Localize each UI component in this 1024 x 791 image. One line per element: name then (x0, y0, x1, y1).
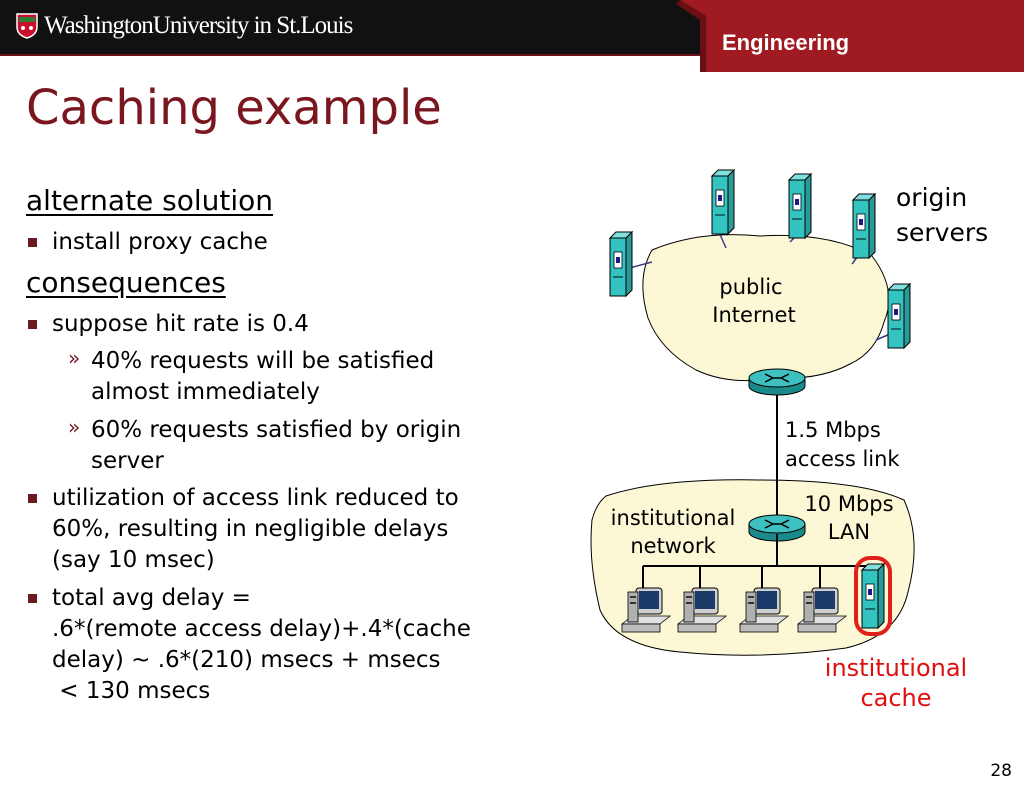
origin-server-icon (852, 193, 876, 259)
bullet-marker (28, 238, 37, 247)
origin-servers-label-line1: origin (896, 183, 968, 212)
sub-bullet-marker: » (68, 415, 81, 439)
bullet-delay-line1: total avg delay = (52, 585, 251, 611)
cache-server-icon (861, 563, 885, 629)
sub-bullet-60-line2: server (91, 448, 164, 474)
lan-label-line1: 10 Mbps (804, 492, 894, 516)
university-name: WashingtonUniversity in St.Louis (44, 12, 353, 39)
bullet-delay-line3: delay) ~ .6*(210) msecs + msecs (52, 647, 441, 673)
school-name: Engineering (722, 30, 850, 55)
bullet-marker (28, 494, 37, 503)
institutional-cache-label-line1: institutional (824, 654, 968, 682)
bullet-marker (28, 320, 37, 329)
lan-label-line2: LAN (827, 520, 871, 544)
bullet-utilization-line2: 60%, resulting in negligible delays (52, 516, 449, 542)
cache-highlight (854, 556, 892, 636)
bullet-utilization-line3: (say 10 msec) (52, 547, 215, 573)
sub-bullet-40-line1: 40% requests will be satisfied (91, 348, 435, 374)
institutional-cache-label-line2: cache (860, 684, 932, 712)
header-bar (0, 0, 1024, 72)
bullet-install-proxy: install proxy cache (52, 229, 268, 255)
bullet-utilization-line1: utilization of access link reduced to (52, 485, 459, 511)
public-internet-label-line2: Internet (712, 303, 796, 327)
access-link-label-line1: 1.5 Mbps (785, 418, 881, 442)
origin-servers-label-line2: servers (896, 218, 989, 247)
institutional-network-label-line1: institutional (610, 506, 736, 530)
origin-server-icon (887, 283, 911, 349)
bullet-hit-rate: suppose hit rate is 0.4 (52, 311, 309, 337)
origin-server-icon (609, 231, 633, 297)
bullet-delay-line2: .6*(remote access delay)+.4*(cache (52, 616, 471, 642)
sub-bullet-60-line1: 60% requests satisfied by origin (91, 417, 462, 443)
sub-bullet-40-line2: almost immediately (91, 379, 320, 405)
router-icon (748, 368, 806, 396)
institutional-network-label-line2: network (630, 534, 716, 558)
page-number: 28 (990, 761, 1012, 781)
origin-server-icon (788, 173, 812, 239)
origin-server-icon (711, 169, 735, 235)
bullet-marker (28, 594, 37, 603)
university-shield-icon (16, 13, 38, 39)
heading-alternate-solution: alternate solution (26, 184, 274, 217)
page-title: Caching example (26, 80, 442, 136)
bullet-delay-line4: < 130 msecs (52, 678, 211, 704)
public-internet-cloud (642, 234, 890, 382)
university-logo: WashingtonUniversity in St.Louis (16, 12, 353, 40)
heading-consequences: consequences (26, 266, 226, 299)
public-internet-label-line1: public (719, 275, 783, 299)
access-link-label-line2: access link (785, 447, 900, 471)
sub-bullet-marker: » (68, 346, 81, 370)
